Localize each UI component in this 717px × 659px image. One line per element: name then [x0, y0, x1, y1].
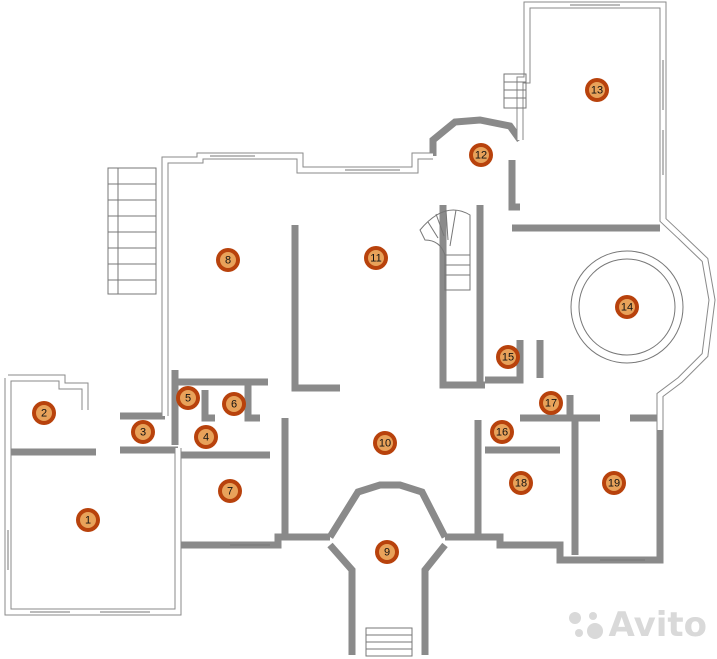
room-number-label: 6: [231, 399, 237, 411]
room-number-label: 1: [85, 515, 91, 527]
room-marker-11: 11: [364, 246, 388, 270]
room-marker-18: 18: [509, 471, 533, 495]
room-marker-13: 13: [585, 78, 609, 102]
room-marker-core: [80, 512, 96, 528]
room-marker-core: [513, 475, 529, 491]
room-marker-core: [226, 396, 242, 412]
room-number-label: 2: [41, 408, 47, 420]
room-number-label: 4: [203, 432, 209, 444]
room-marker-core: [473, 147, 489, 163]
room-marker-core: [500, 349, 516, 365]
stairs-small: [503, 73, 527, 109]
room-number-label: 9: [384, 547, 390, 559]
room-marker-1: 1: [76, 508, 100, 532]
room-marker-core: [368, 250, 384, 266]
room-number-label: 18: [515, 478, 527, 490]
room-number-label: 7: [227, 486, 233, 498]
walls: [4, 1, 716, 655]
room-marker-14: 14: [615, 295, 639, 319]
room-marker-9: 9: [375, 540, 399, 564]
room-marker-core: [36, 405, 52, 421]
room-marker-core: [198, 429, 214, 445]
room-marker-6: 6: [222, 392, 246, 416]
room-marker-core: [377, 435, 393, 451]
room-marker-core: [543, 395, 559, 411]
room-marker-8: 8: [216, 248, 240, 272]
room-marker-3: 3: [131, 420, 155, 444]
stairs-entrance: [365, 627, 413, 657]
avito-logo-icon: [569, 612, 603, 639]
room-marker-16: 16: [490, 420, 514, 444]
room-number-label: 5: [185, 393, 191, 405]
room-marker-core: [606, 475, 622, 491]
room-number-label: 17: [545, 398, 557, 410]
stairs-spiral: [419, 209, 471, 291]
room-marker-core: [135, 424, 151, 440]
room-number-label: 15: [502, 352, 514, 364]
windows: [7, 4, 664, 613]
room-marker-core: [222, 483, 238, 499]
room-marker-10: 10: [373, 431, 397, 455]
room-marker-core: [589, 82, 605, 98]
room-number-label: 16: [496, 427, 508, 439]
room-marker-core: [494, 424, 510, 440]
room-number-label: 10: [379, 438, 391, 450]
room-marker-core: [180, 390, 196, 406]
room-marker-core: [379, 544, 395, 560]
room-number-label: 8: [225, 255, 231, 267]
room-number-label: 11: [370, 253, 381, 265]
room-number-label: 13: [591, 85, 603, 97]
room-marker-19: 19: [602, 471, 626, 495]
watermark-text: Avito: [608, 605, 707, 645]
room-marker-15: 15: [496, 345, 520, 369]
room-marker-17: 17: [539, 391, 563, 415]
room-number-label: 3: [140, 427, 146, 439]
room-marker-7: 7: [218, 479, 242, 503]
round-room: [570, 250, 684, 364]
room-number-label: 14: [621, 302, 633, 314]
room-marker-4: 4: [194, 425, 218, 449]
stairs-left: [107, 167, 157, 295]
room-marker-core: [220, 252, 236, 268]
room-number-label: 19: [608, 478, 620, 490]
room-marker-12: 12: [469, 143, 493, 167]
room-marker-2: 2: [32, 401, 56, 425]
room-marker-5: 5: [176, 386, 200, 410]
wall-cores: [5, 2, 715, 615]
room-number-label: 12: [475, 150, 487, 162]
room-marker-core: [619, 299, 635, 315]
